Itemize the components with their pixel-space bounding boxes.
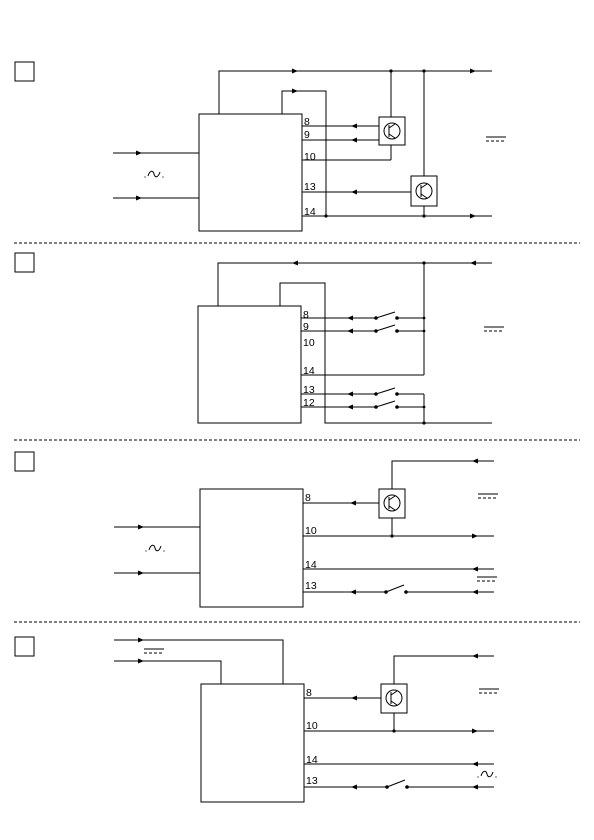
control-unit: [199, 114, 302, 231]
pin-label: 8: [303, 309, 309, 321]
pin-label: 9: [304, 129, 310, 141]
dc-symbol-icon: [144, 649, 164, 653]
npn-transistor-icon: [379, 117, 405, 145]
diagram-label-box: [15, 62, 34, 81]
diagram-4: 8 10 14 13: [15, 637, 499, 802]
pin-label: 8: [305, 492, 311, 504]
ac-sine-icon: [145, 545, 164, 551]
pin-label: 13: [304, 181, 316, 193]
npn-transistor-icon: [379, 489, 405, 518]
switch-contact-icon: [385, 785, 409, 789]
switch-contact-icon: [384, 590, 408, 594]
pin-label: 13: [305, 580, 317, 592]
diagram-2: 8 9 10 14 13 12: [15, 253, 504, 425]
control-unit: [201, 684, 304, 802]
pin-label: 13: [306, 775, 318, 787]
dc-symbol-icon: [486, 137, 506, 141]
pin-label: 8: [306, 687, 312, 699]
control-unit: [198, 306, 301, 423]
pin-label: 10: [306, 720, 318, 732]
diagram-label-box: [15, 253, 34, 272]
diagram-label-box: [15, 637, 34, 656]
ac-sine-icon: [477, 771, 496, 777]
pin-label: 10: [303, 337, 315, 349]
npn-transistor-icon: [411, 176, 437, 206]
dc-symbol-icon: [478, 494, 498, 498]
diagram-1: 8 9 10 13 14: [15, 62, 506, 231]
control-unit: [200, 489, 303, 607]
pin-label: 10: [304, 151, 316, 163]
diagram-label-box: [15, 452, 34, 471]
dc-symbol-icon: [477, 577, 497, 581]
diagram-3: 8 10 14 13: [15, 452, 498, 607]
pin-label: 10: [305, 525, 317, 537]
npn-transistor-icon: [381, 684, 407, 713]
dc-symbol-icon: [484, 327, 504, 331]
dc-symbol-icon: [479, 689, 499, 693]
ac-sine-icon: [144, 171, 163, 177]
